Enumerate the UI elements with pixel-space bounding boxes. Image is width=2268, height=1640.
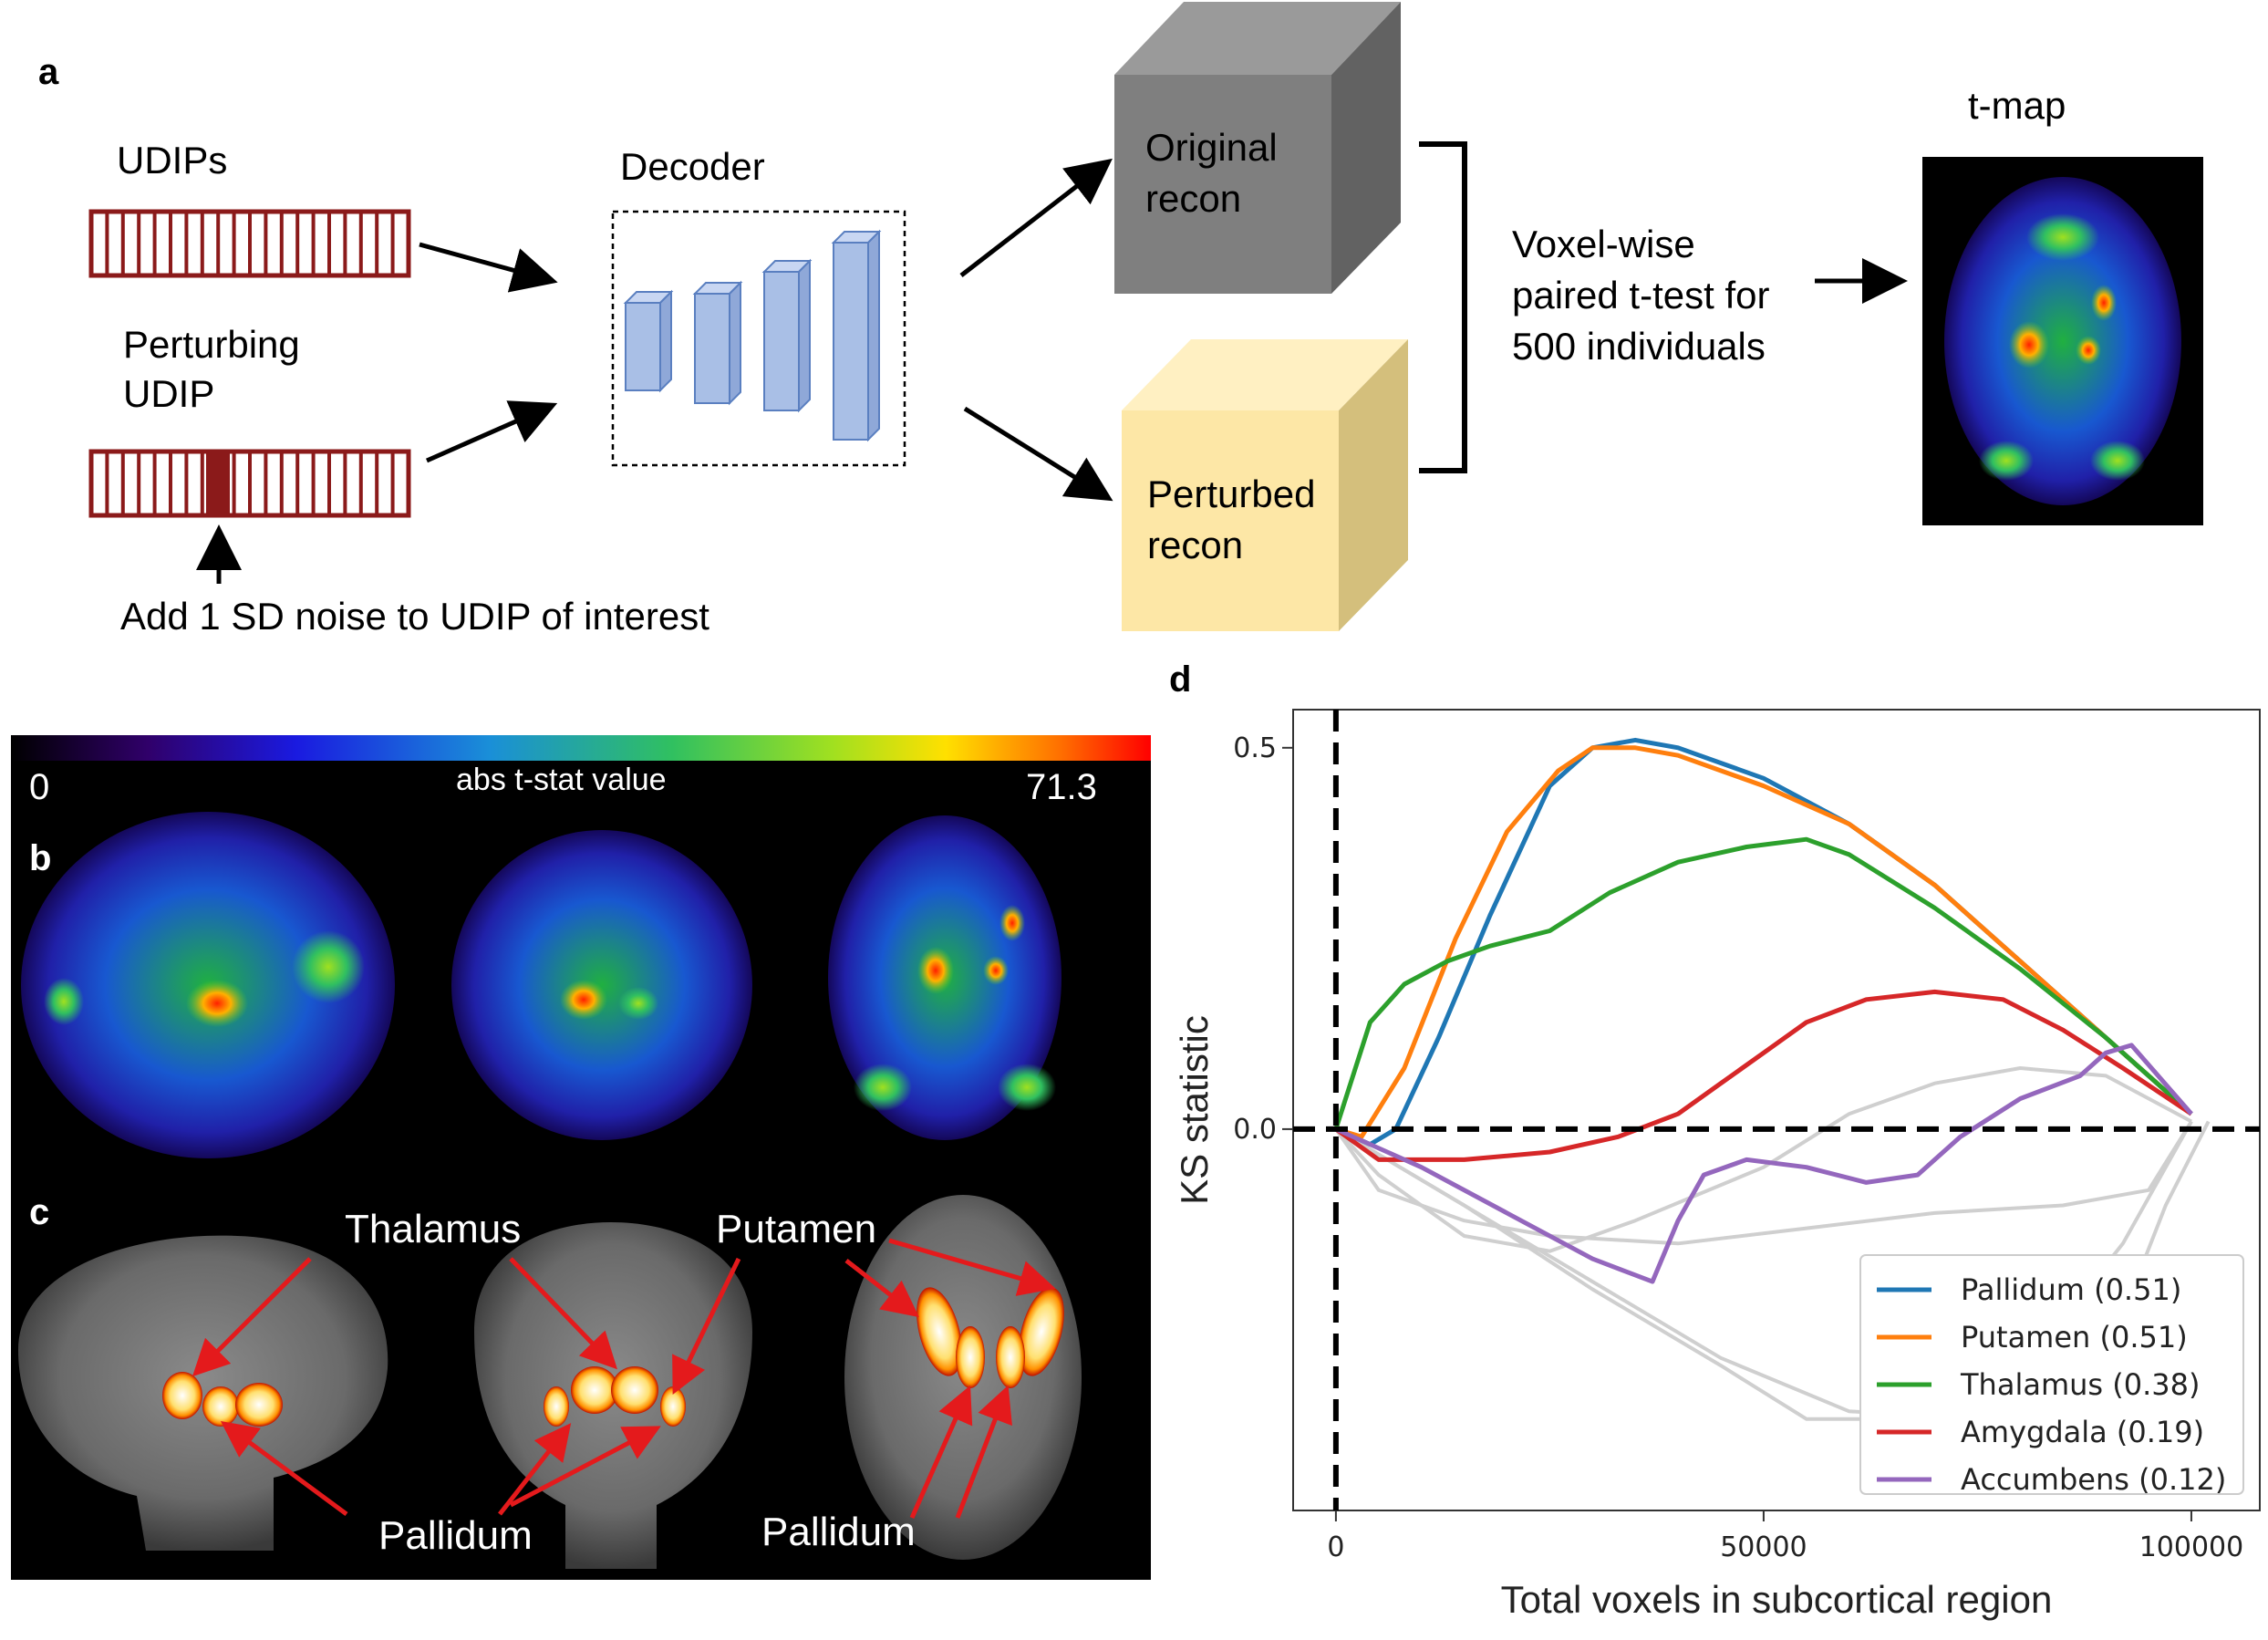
roi-coronal-thalamus-left	[571, 1366, 618, 1414]
y-tick-label: 0.0	[1233, 1114, 1277, 1146]
noise-label: Add 1 SD noise to UDIP of interest	[120, 595, 709, 638]
panel-letter-c: c	[29, 1192, 49, 1232]
udip-vector	[88, 209, 411, 278]
decoder-box	[611, 210, 906, 467]
tmap-coronal	[451, 830, 752, 1140]
roi-sagittal-thalamus	[162, 1372, 202, 1419]
decoder-to-original-arrow	[959, 158, 1113, 277]
x-axis-label: Total voxels in subcortical region	[1501, 1578, 2053, 1621]
tmap-axial	[828, 815, 1062, 1140]
perturbed-recon-cube: Perturbed recon	[1122, 339, 1408, 631]
legend-entry: Pallidum (0.51)	[1961, 1272, 2181, 1307]
legend	[1859, 1254, 2244, 1495]
panel-letter-b: b	[29, 838, 51, 878]
perturbed-to-decoder-arrow	[425, 400, 558, 463]
perturbing-label-line1: Perturbing	[123, 323, 300, 366]
bracket	[1419, 141, 1467, 473]
roi-sagittal-pallidum	[202, 1386, 239, 1427]
panel-letter-d: d	[1169, 659, 1191, 700]
panel-a: a UDIPs Perturbing UDIP Add 1 SD noise t…	[38, 2, 2203, 638]
tmap-image	[1922, 157, 2203, 525]
ttest-label-3: 500 individuals	[1512, 325, 1766, 368]
series-line-amygdala	[1334, 989, 2193, 1162]
anatomy-sagittal	[18, 1235, 388, 1551]
thalamus-label: Thalamus	[345, 1207, 521, 1251]
original-recon-label-1: Original	[1145, 126, 1278, 169]
perturbed-recon-label-1: Perturbed	[1147, 472, 1315, 515]
decoder-label: Decoder	[620, 145, 765, 188]
series-line-thalamus	[1333, 836, 2193, 1130]
series-line-putamen	[1335, 745, 2193, 1139]
panel-letter-a: a	[38, 52, 59, 92]
original-recon-cube: Original recon	[1114, 2, 1401, 294]
decoder-layer-2	[692, 280, 743, 406]
roi-arrows	[192, 1238, 1056, 1520]
tmap-label: t-map	[1968, 84, 2066, 127]
series-line-unlabeled	[1334, 1066, 2192, 1253]
roi-axial-putamen-right	[1019, 1287, 1064, 1376]
colorbar-min: 0	[29, 767, 49, 807]
udip-to-decoder-arrow	[419, 242, 558, 293]
udips-label: UDIPs	[117, 139, 227, 182]
roi-coronal-thalamus-right	[611, 1366, 658, 1414]
y-axis-label: KS statistic	[1173, 1015, 1216, 1205]
decoder-layer-3	[761, 258, 813, 413]
y-tick-label: 0.5	[1233, 732, 1277, 764]
series-line-accumbens	[1334, 1043, 2193, 1284]
anatomy-coronal	[474, 1222, 752, 1569]
colorbar	[11, 735, 1151, 761]
perturbing-label-line2: UDIP	[123, 372, 214, 415]
pallidum-label-right: Pallidum	[761, 1510, 916, 1554]
colorbar-max: 71.3	[1026, 767, 1097, 807]
legend-entry: Thalamus (0.38)	[1960, 1367, 2200, 1402]
legend-entry: Putamen (0.51)	[1961, 1320, 2188, 1355]
roi-axial-putamen-left	[917, 1287, 962, 1376]
decoder-layer-1	[623, 289, 674, 393]
roi-axial-pallidum-right	[996, 1326, 1025, 1388]
x-tick-label: 0	[1327, 1531, 1344, 1563]
putamen-label: Putamen	[716, 1207, 876, 1251]
roi-coronal-pallidum-right	[660, 1386, 686, 1427]
ttest-label-2: paired t-test for	[1512, 274, 1769, 317]
panel-c: c Thalamus Putamen Pallidum Pallidum	[18, 1192, 1082, 1569]
pallidum-label-left: Pallidum	[378, 1513, 533, 1558]
legend-entry: Accumbens (0.12)	[1961, 1462, 2226, 1497]
x-tick-label: 100000	[2139, 1531, 2244, 1563]
roi-coronal-pallidum-left	[544, 1386, 569, 1427]
colorbar-label: abs t-stat value	[456, 763, 667, 797]
perturbed-element	[206, 452, 230, 515]
roi-sagittal-putamen	[235, 1383, 283, 1427]
perturbed-recon-label-2: recon	[1147, 524, 1243, 566]
legend-entry: Amygdala (0.19)	[1961, 1415, 2204, 1449]
original-recon-label-2: recon	[1145, 177, 1241, 220]
perturbed-udip-vector	[88, 449, 411, 518]
ttest-label-1: Voxel-wise	[1512, 223, 1695, 265]
tmap-sagittal	[21, 812, 395, 1158]
x-tick-label: 50000	[1720, 1531, 1807, 1563]
decoder-to-perturbed-arrow	[963, 406, 1113, 502]
roi-axial-pallidum-left	[956, 1326, 985, 1388]
decoder-layer-4	[831, 229, 882, 442]
